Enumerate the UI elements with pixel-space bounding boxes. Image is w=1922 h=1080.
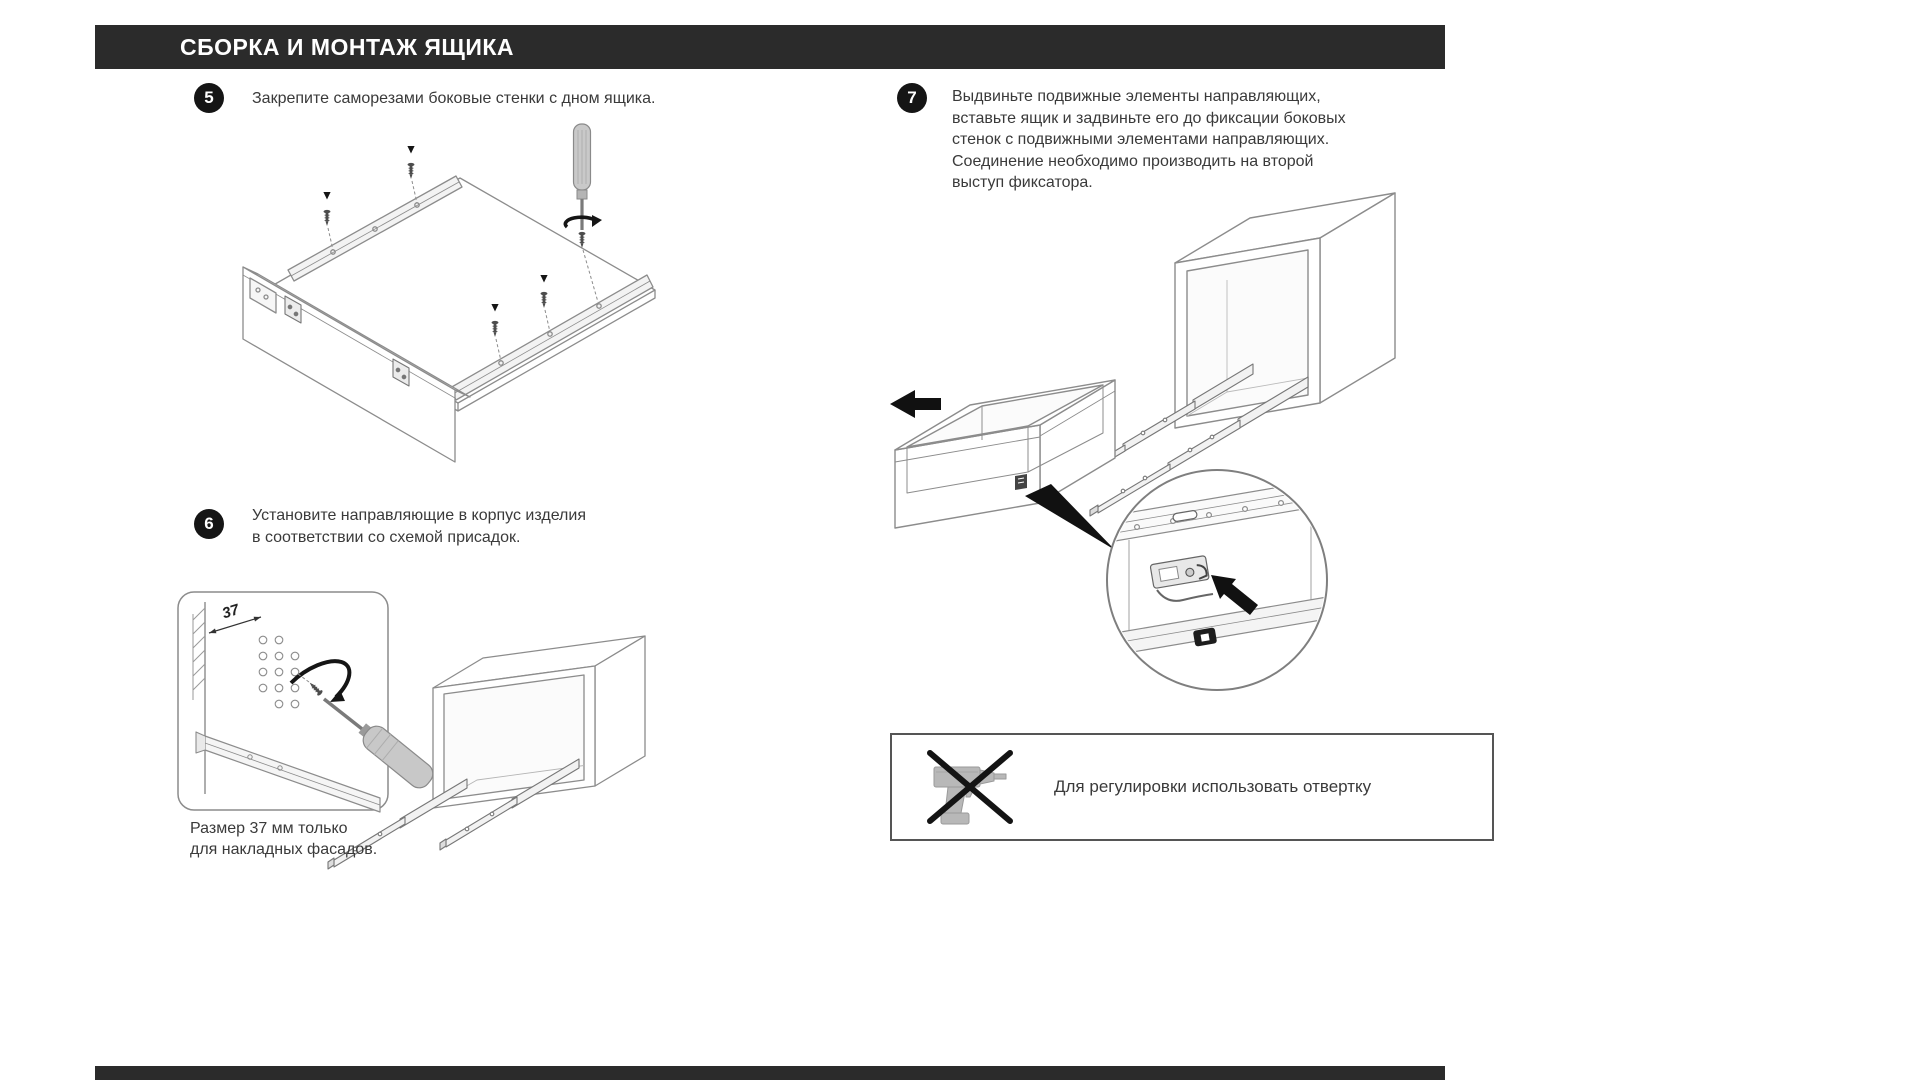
figure-step7 [890, 192, 1396, 691]
figure-step6: 37 [177, 591, 646, 870]
side-rail-left [287, 175, 463, 282]
drill-crossed-icon [927, 750, 1013, 825]
drawer-box [894, 379, 1116, 529]
screwdriver-icon [358, 723, 434, 789]
figure-step5 [242, 123, 656, 463]
self-tapping-screws [323, 146, 551, 362]
keyhole-slot [1193, 627, 1217, 647]
screwdriver-icon [563, 123, 602, 303]
step-7-text: Выдвиньте подвижные элементы направляющи… [952, 88, 1346, 191]
step-6-number: 6 [204, 514, 214, 533]
press-arrow-icon [1211, 575, 1258, 615]
drill-silhouette [933, 766, 1007, 825]
pull-direction-arrow-icon [890, 390, 941, 418]
dimension-label: 37 [220, 601, 242, 622]
mounting-rail-profile [195, 731, 381, 813]
detail-magnifier [1106, 469, 1328, 691]
prohibited-cross-icon [927, 750, 1013, 824]
step-7-badge: 7 [897, 83, 927, 113]
screw-icon [407, 162, 415, 180]
step-7-number: 7 [907, 88, 917, 107]
step-5-number: 5 [204, 88, 214, 107]
rotation-arrow-icon [289, 659, 352, 699]
latch-mechanism [1149, 555, 1217, 647]
screw-direction-arrow-icon [407, 146, 415, 154]
step-5-badge: 5 [194, 83, 224, 113]
cabinet [1174, 192, 1396, 429]
note-box: Для регулировки использовать отвертку [890, 733, 1494, 841]
cabinet [432, 635, 646, 809]
step-5-text: Закрепите саморезами боковые стенки с дн… [252, 90, 656, 107]
header-bar: СБОРКА И МОНТАЖ ЯЩИКА [95, 25, 1445, 69]
screw-with-screwdriver [289, 659, 434, 789]
detail-pointer [1025, 484, 1115, 550]
fixing-brackets [284, 295, 410, 387]
screw-icon [323, 209, 331, 227]
screw-direction-arrow-icon [323, 192, 331, 200]
slide-rails [327, 758, 580, 870]
page-title: СБОРКА И МОНТАЖ ЯЩИКА [180, 33, 515, 60]
footer-bar [95, 1066, 1445, 1080]
hole-grid [258, 635, 300, 709]
figure6-caption: Размер 37 мм только для накладных фасадо… [190, 820, 378, 858]
wall-hatch [192, 602, 206, 794]
step-6-text: Установите направляющие в корпус изделия… [252, 507, 586, 546]
step-6-badge: 6 [194, 509, 224, 539]
note-text: Для регулировки использовать отвертку [1054, 777, 1372, 796]
dimension-37: 37 [208, 601, 262, 634]
